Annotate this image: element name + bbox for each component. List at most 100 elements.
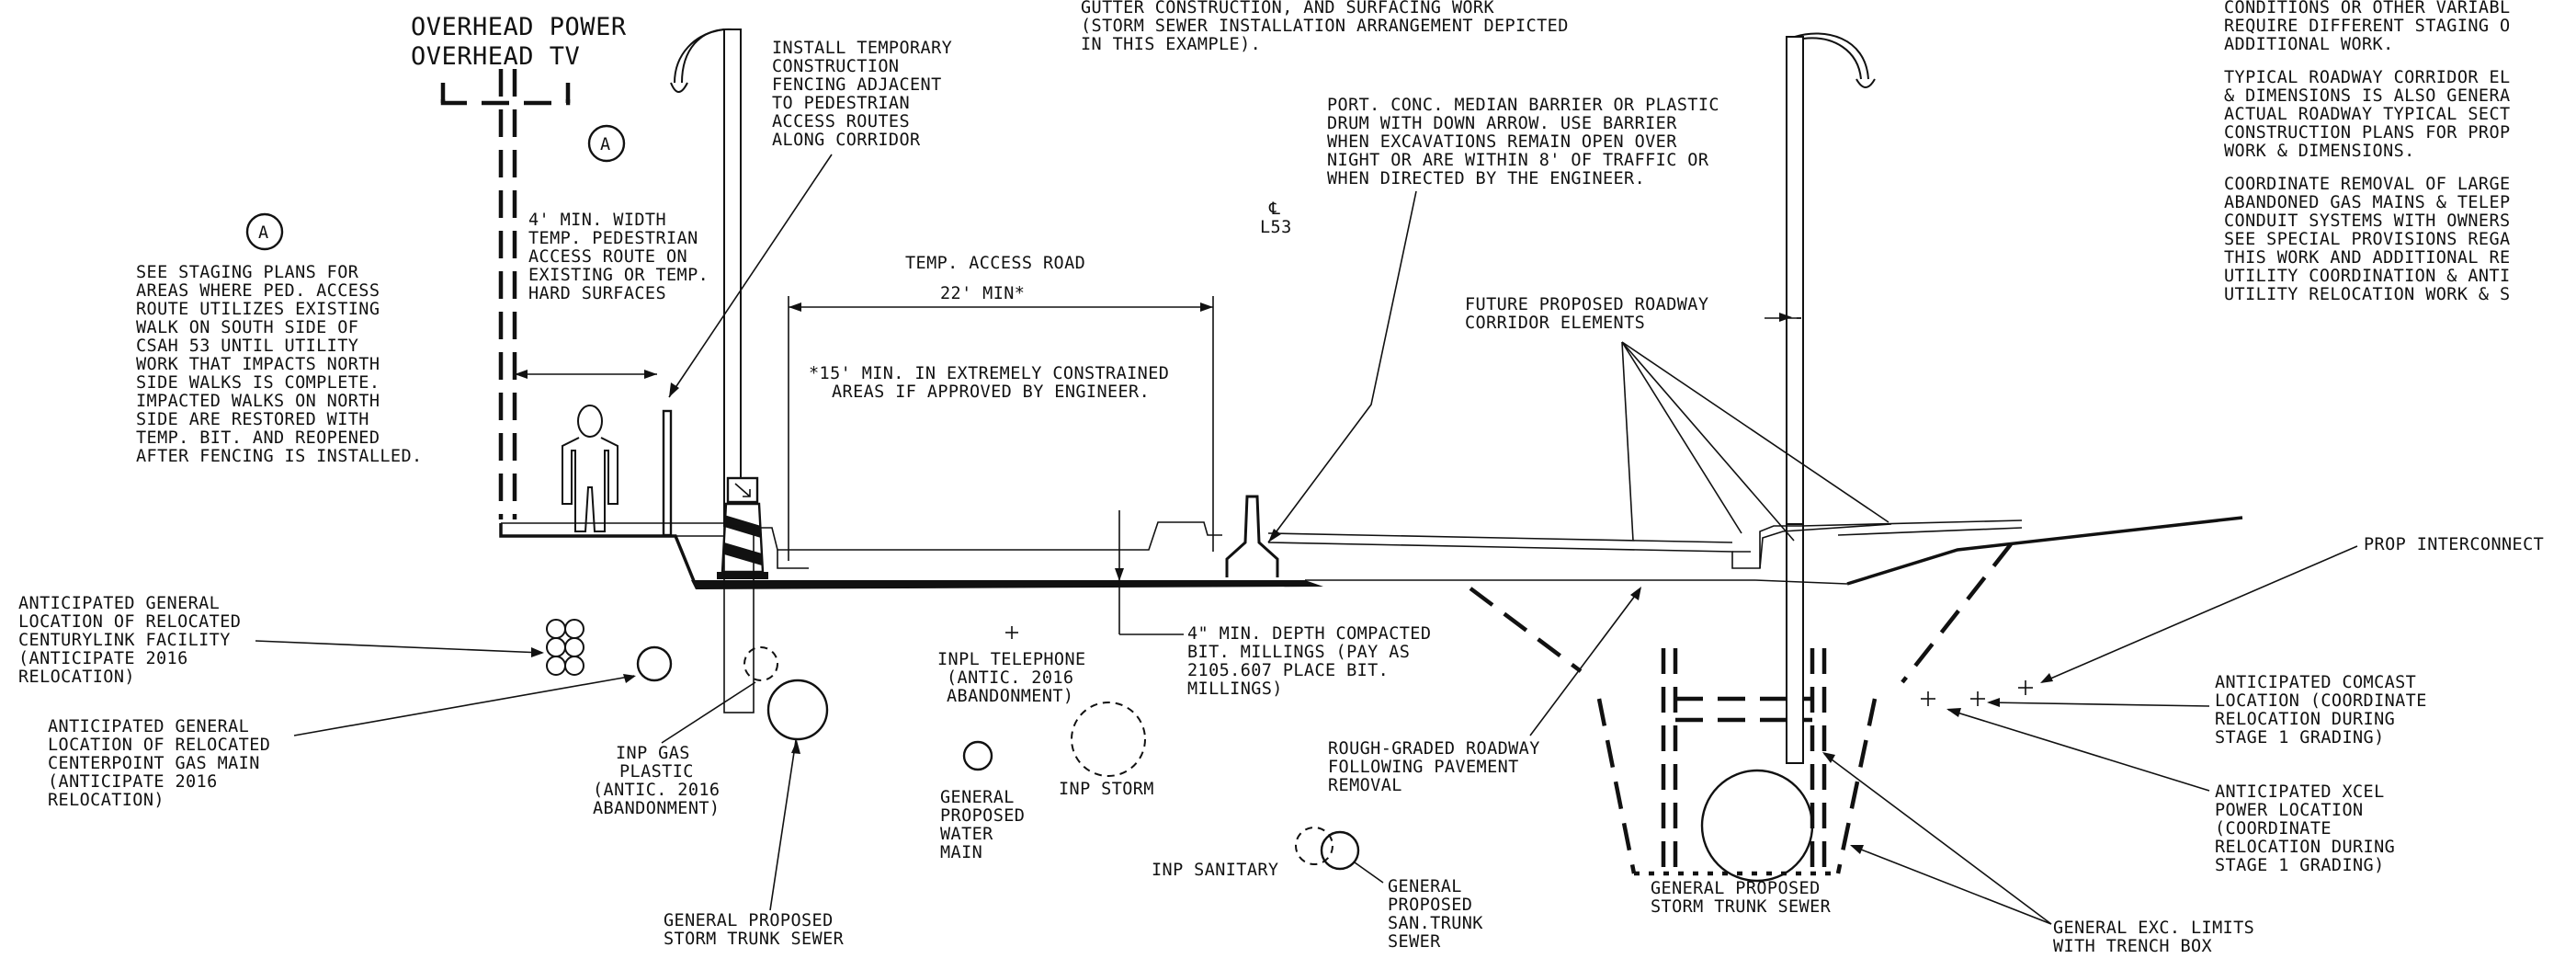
svg-text:ANTICIPATED COMCAST: ANTICIPATED COMCAST — [2215, 673, 2416, 692]
svg-text:(STORM SEWER INSTALLATION ARRA: (STORM SEWER INSTALLATION ARRANGEMENT DE… — [1081, 17, 1569, 36]
storm-trunk-right-note: GENERAL PROPOSED STORM TRUNK SEWER — [1651, 879, 1831, 917]
marker-a-left: A — [245, 212, 284, 251]
svg-text:A: A — [600, 135, 611, 154]
svg-text:SIDE ARE RESTORED WITH: SIDE ARE RESTORED WITH — [136, 410, 369, 429]
staging-note: SEE STAGING PLANS FOR AREAS WHERE PED. A… — [136, 263, 423, 466]
svg-text:SAN.TRUNK: SAN.TRUNK — [1388, 914, 1483, 933]
trench-box — [1661, 648, 1827, 878]
san-trunk — [1320, 830, 1360, 871]
svg-text:DRUM WITH DOWN ARROW. USE BARR: DRUM WITH DOWN ARROW. USE BARRIER — [1327, 114, 1677, 133]
svg-text:UTILITY RELOCATION WORK & S: UTILITY RELOCATION WORK & S — [2224, 285, 2511, 304]
svg-text:& DIMENSIONS IS ALSO GENERA: & DIMENSIONS IS ALSO GENERA — [2224, 86, 2511, 106]
constrained-note: *15' MIN. IN EXTREMELY CONSTRAINED AREAS… — [809, 364, 1169, 402]
svg-text:RELOCATION): RELOCATION) — [48, 791, 165, 810]
xcel-note: ANTICIPATED XCEL POWER LOCATION (COORDIN… — [1946, 708, 2395, 875]
svg-text:ADDITIONAL WORK.: ADDITIONAL WORK. — [2224, 35, 2394, 54]
svg-text:(COORDINATE: (COORDINATE — [2215, 819, 2332, 839]
inpl-telephone-note: INPL TELEPHONE (ANTIC. 2016 ABANDONMENT) — [937, 650, 1085, 706]
svg-text:RELOCATION DURING: RELOCATION DURING — [2215, 838, 2395, 857]
overhead-tv-label: OVERHEAD TV — [411, 42, 580, 71]
svg-text:CORRIDOR ELEMENTS: CORRIDOR ELEMENTS — [1465, 314, 1645, 333]
svg-text:AFTER FENCING IS INSTALLED.: AFTER FENCING IS INSTALLED. — [136, 447, 423, 466]
svg-text:PROP INTERCONNECT: PROP INTERCONNECT — [2364, 535, 2544, 554]
san-trunk-note: GENERAL PROPOSED SAN.TRUNK SEWER — [1354, 862, 1483, 952]
svg-text:WHEN EXCAVATIONS REMAIN OPEN O: WHEN EXCAVATIONS REMAIN OPEN OVER — [1327, 132, 1677, 152]
svg-text:THIS WORK AND ADDITIONAL RE: THIS WORK AND ADDITIONAL RE — [2224, 248, 2511, 268]
comcast-plus — [1970, 691, 1985, 706]
svg-text:ACCESS ROUTES: ACCESS ROUTES — [772, 112, 910, 131]
svg-text:ANTICIPATED XCEL: ANTICIPATED XCEL — [2215, 782, 2385, 802]
svg-text:GENERAL PROPOSED: GENERAL PROPOSED — [664, 911, 834, 930]
centerpoint-note: ANTICIPATED GENERAL LOCATION OF RELOCATE… — [48, 674, 636, 810]
svg-text:RELOCATION DURING: RELOCATION DURING — [2215, 710, 2395, 729]
svg-text:STORM TRUNK SEWER: STORM TRUNK SEWER — [664, 930, 845, 949]
svg-text:RELOCATION): RELOCATION) — [18, 668, 135, 687]
svg-text:ANTICIPATED GENERAL: ANTICIPATED GENERAL — [48, 717, 249, 736]
svg-text:AREAS WHERE PED. ACCESS: AREAS WHERE PED. ACCESS — [136, 281, 380, 301]
water-main — [962, 740, 993, 771]
svg-text:CONSTRUCTION PLANS FOR PROP: CONSTRUCTION PLANS FOR PROP — [2224, 123, 2511, 143]
svg-text:COORDINATE REMOVAL OF LARGE: COORDINATE REMOVAL OF LARGE — [2224, 175, 2511, 194]
svg-text:EXISTING OR TEMP.: EXISTING OR TEMP. — [528, 266, 709, 285]
centerline-label: ℄ L53 — [1260, 200, 1291, 237]
svg-text:PROPOSED: PROPOSED — [940, 806, 1025, 826]
svg-text:GENERAL: GENERAL — [1388, 877, 1462, 896]
svg-text:CENTERPOINT GAS MAIN: CENTERPOINT GAS MAIN — [48, 754, 260, 773]
svg-text:CENTURYLINK FACILITY: CENTURYLINK FACILITY — [18, 631, 231, 650]
svg-text:ALONG CORRIDOR: ALONG CORRIDOR — [772, 131, 921, 150]
rough-graded-note: ROUGH-GRADED ROADWAY FOLLOWING PAVEMENT … — [1328, 587, 1641, 795]
svg-text:LOCATION OF RELOCATED: LOCATION OF RELOCATED — [48, 736, 270, 755]
svg-text:CSAH 53 UNTIL UTILITY: CSAH 53 UNTIL UTILITY — [136, 337, 358, 356]
svg-text:IMPACTED WALKS ON NORTH: IMPACTED WALKS ON NORTH — [136, 392, 380, 411]
svg-text:GENERAL PROPOSED: GENERAL PROPOSED — [1651, 879, 1821, 898]
future-elements-note: FUTURE PROPOSED ROADWAY CORRIDOR ELEMENT… — [1465, 295, 1889, 542]
svg-text:TEMP. BIT. AND REOPENED: TEMP. BIT. AND REOPENED — [136, 428, 380, 448]
prop-interconnect-note: PROP INTERCONNECT — [2040, 535, 2544, 683]
svg-text:TEMP. PEDESTRIAN: TEMP. PEDESTRIAN — [528, 229, 698, 248]
svg-text:ACTUAL ROADWAY TYPICAL SECT: ACTUAL ROADWAY TYPICAL SECT — [2224, 105, 2511, 124]
svg-text:(ANTICIPATE 2016: (ANTICIPATE 2016 — [18, 649, 188, 668]
svg-text:FENCING ADJACENT: FENCING ADJACENT — [772, 75, 942, 95]
svg-text:TEMP. ACCESS ROAD: TEMP. ACCESS ROAD — [905, 254, 1085, 273]
svg-text:22' MIN*: 22' MIN* — [940, 284, 1025, 303]
overhead-power-label: OVERHEAD POWER — [411, 13, 627, 41]
utility-pole — [440, 69, 571, 519]
excavation-limits — [1469, 542, 2013, 876]
right-note-3: COORDINATE REMOVAL OF LARGE ABANDONED GA… — [2224, 175, 2511, 304]
xcel-plus — [1921, 691, 1935, 706]
fencing-note: INSTALL TEMPORARY CONSTRUCTION FENCING A… — [668, 39, 952, 398]
svg-text:TYPICAL ROADWAY CORRIDOR EL: TYPICAL ROADWAY CORRIDOR EL — [2224, 68, 2511, 87]
svg-text:INSTALL TEMPORARY: INSTALL TEMPORARY — [772, 39, 952, 58]
svg-text:REQUIRE DIFFERENT STAGING O: REQUIRE DIFFERENT STAGING O — [2224, 17, 2511, 36]
millings-note: 4" MIN. DEPTH COMPACTED BIT. MILLINGS (P… — [1187, 624, 1431, 699]
svg-text:FUTURE PROPOSED ROADWAY: FUTURE PROPOSED ROADWAY — [1465, 295, 1708, 314]
svg-text:GENERAL: GENERAL — [940, 788, 1015, 807]
svg-text:PORT. CONC. MEDIAN BARRIER OR: PORT. CONC. MEDIAN BARRIER OR PLASTIC — [1327, 96, 1719, 115]
centerpoint-gas-main — [636, 645, 673, 682]
svg-text:ABANDONMENT): ABANDONMENT) — [593, 799, 720, 818]
svg-text:INP GAS: INP GAS — [616, 744, 690, 763]
svg-text:STAGE 1 GRADING): STAGE 1 GRADING) — [2215, 856, 2385, 875]
right-note-2: TYPICAL ROADWAY CORRIDOR EL & DIMENSIONS… — [2224, 68, 2511, 161]
interconnect-plus — [2018, 680, 2033, 695]
temp-access-road-dimension: TEMP. ACCESS ROAD 22' MIN* — [788, 254, 1214, 561]
svg-text:A: A — [258, 223, 269, 243]
svg-text:ABANDONED GAS MAINS & TELEP: ABANDONED GAS MAINS & TELEP — [2224, 193, 2511, 212]
inp-gas-note: INP GAS PLASTIC (ANTIC. 2016 ABANDONMENT… — [593, 681, 756, 818]
ped-width-dimension — [515, 370, 657, 379]
inpl-telephone-plus — [1005, 626, 1018, 639]
svg-text:AREAS IF APPROVED BY ENGINEER.: AREAS IF APPROVED BY ENGINEER. — [832, 382, 1150, 402]
svg-text:ACCESS ROUTE ON: ACCESS ROUTE ON — [528, 247, 687, 267]
svg-text:REMOVAL: REMOVAL — [1328, 776, 1402, 795]
inp-storm-label: INP STORM — [1059, 780, 1154, 799]
svg-text:(ANTIC. 2016: (ANTIC. 2016 — [593, 781, 720, 800]
svg-text:FOLLOWING PAVEMENT: FOLLOWING PAVEMENT — [1328, 758, 1519, 777]
svg-text:HARD SURFACES: HARD SURFACES — [528, 284, 666, 303]
median-barrier — [1225, 495, 1279, 577]
svg-text:ROUTE UTILIZES EXISTING: ROUTE UTILIZES EXISTING — [136, 300, 380, 319]
svg-text:WORK THAT IMPACTS NORTH: WORK THAT IMPACTS NORTH — [136, 355, 380, 374]
inp-sanitary — [1295, 827, 1333, 865]
svg-text:ABANDONMENT): ABANDONMENT) — [947, 687, 1073, 706]
svg-text:WITH TRENCH BOX: WITH TRENCH BOX — [2053, 937, 2212, 956]
